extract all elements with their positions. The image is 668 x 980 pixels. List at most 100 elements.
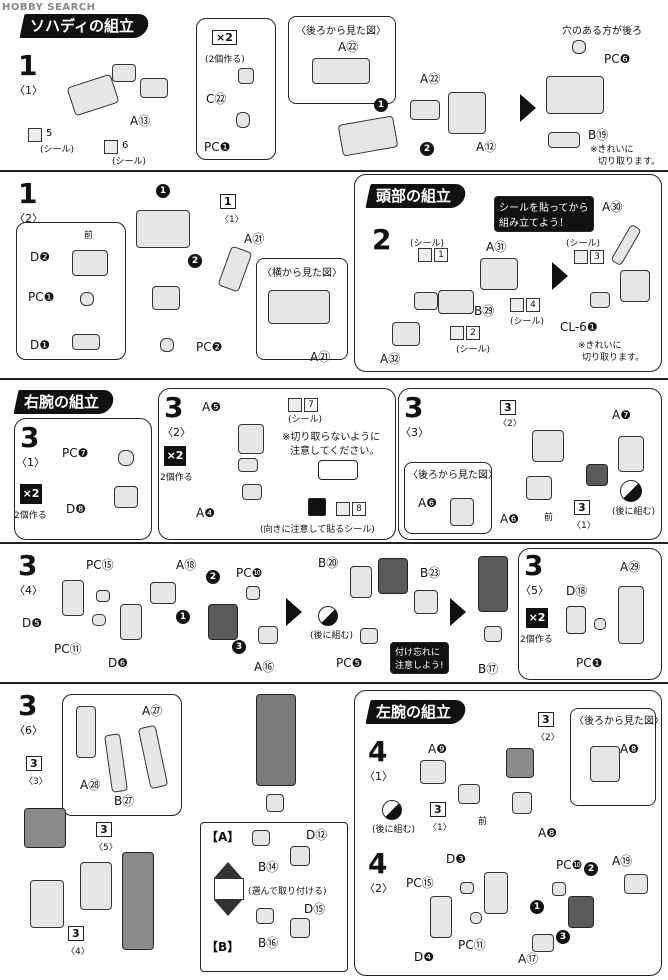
step-3-2-panel xyxy=(158,388,396,540)
ref-step-box: 3 xyxy=(68,926,84,941)
step-sub: 〈2〉 xyxy=(364,882,393,895)
part-pc5 xyxy=(360,628,378,644)
part-pc7 xyxy=(118,450,134,466)
part-b23 xyxy=(378,558,408,594)
arrow-next xyxy=(552,262,568,290)
part-body xyxy=(506,748,534,778)
watermark: HOBBY SEARCH xyxy=(2,2,96,13)
part-joint xyxy=(152,286,180,310)
step-number: 3 xyxy=(18,549,38,582)
step-marker-1: 1 xyxy=(156,184,170,198)
back-view-title: 〈後ろから見た図〉 xyxy=(296,26,386,37)
step-number: 4 xyxy=(368,847,388,880)
label-a6: A❻ xyxy=(418,496,437,510)
x2-badge: ×2 xyxy=(164,446,186,466)
back-combine-note: (後に組む) xyxy=(310,631,354,641)
part-dark xyxy=(586,464,608,486)
step-marker-3: 3 xyxy=(232,640,246,654)
seal-number: 4 xyxy=(526,298,540,312)
step-number: 1 xyxy=(18,49,38,82)
step-number: 3 xyxy=(18,689,38,722)
seal-label: (シール) xyxy=(112,157,147,167)
step-number: 3 xyxy=(164,391,184,424)
choice-icon xyxy=(214,878,244,900)
label-d3: D❸ xyxy=(446,852,466,866)
front-label: 前 xyxy=(544,513,554,523)
part-pc11 xyxy=(92,614,106,626)
divider xyxy=(0,682,668,684)
part-pc15 xyxy=(460,882,474,894)
label-a8: A❽ xyxy=(538,826,557,840)
x2-badge: ×2 xyxy=(20,484,42,504)
label-pc11: PC⑪ xyxy=(458,938,486,952)
label-d5: D❺ xyxy=(22,616,42,630)
label-b19: B⑲ xyxy=(588,128,609,142)
part-d2 xyxy=(72,250,108,276)
front-label: 前 xyxy=(478,817,488,827)
label-pc1: PC❶ xyxy=(28,290,55,304)
rear-assembly-icon xyxy=(620,480,642,502)
part-cl6 xyxy=(590,292,610,308)
step-marker-2: 2 xyxy=(188,254,202,268)
part-assembled xyxy=(546,76,604,114)
label-a13: A⑬ xyxy=(130,114,151,128)
step-marker-1: 1 xyxy=(176,610,190,624)
back-view-title: 〈後ろから見た図〉 xyxy=(408,470,498,481)
label-a27: A㉗ xyxy=(142,704,163,718)
label-a28: A㉘ xyxy=(80,778,101,792)
part-a16 xyxy=(258,626,278,644)
seal-callout: シールを貼ってから組み立てよう！ xyxy=(494,196,594,232)
label-d12: D⑫ xyxy=(306,828,328,842)
part-body-dark xyxy=(208,604,238,640)
label-d4: D❹ xyxy=(414,950,434,964)
step-marker-1: 1 xyxy=(530,900,544,914)
part-body-dark xyxy=(568,896,594,928)
label-pc1: PC❶ xyxy=(204,140,231,154)
ref-step-box: 3 xyxy=(574,500,590,515)
label-b23: B㉓ xyxy=(420,566,441,580)
part-d6 xyxy=(120,604,142,640)
divider xyxy=(0,170,668,172)
step-sub: 〈1〉 xyxy=(14,84,43,97)
part-a17 xyxy=(532,934,554,952)
front-label: 前 xyxy=(84,231,94,241)
label-a30: A㉚ xyxy=(602,200,623,214)
part-a29 xyxy=(618,586,644,644)
step-3-1-panel xyxy=(14,418,152,540)
part-a18 xyxy=(150,582,176,604)
ref-step-sub: 〈1〉 xyxy=(220,215,244,225)
direction-note: (向きに注意して貼るシール) xyxy=(260,525,375,535)
part-a7 xyxy=(618,436,644,472)
x2-badge: ×2 xyxy=(212,30,237,45)
part-joint xyxy=(238,458,258,472)
ref-step-sub: 〈4〉 xyxy=(66,947,90,957)
part-body xyxy=(532,430,564,462)
part-b29 xyxy=(438,290,474,314)
seal-shape xyxy=(318,460,358,480)
part-b19 xyxy=(548,132,580,148)
seal-icon xyxy=(28,128,42,142)
label-a17: A⑰ xyxy=(518,952,539,966)
part-d18 xyxy=(566,606,586,634)
back-view-title: 〈後ろから見た図〉 xyxy=(574,716,664,727)
label-d18: D⑱ xyxy=(566,584,588,598)
divider xyxy=(0,542,668,544)
label-a22: A㉒ xyxy=(338,40,359,54)
part-wrist xyxy=(266,794,284,812)
seal-label: (シール) xyxy=(510,317,545,327)
rear-assembly-icon xyxy=(382,800,402,820)
part-back xyxy=(312,58,370,84)
part-d12 xyxy=(290,846,310,866)
step-number: 2 xyxy=(372,223,392,256)
part-head xyxy=(620,270,650,302)
part-a8 xyxy=(512,792,532,814)
part-cover xyxy=(414,590,438,614)
part-c22 xyxy=(238,68,254,84)
part-a28 xyxy=(76,706,96,758)
made-note: (2個作る) xyxy=(205,55,245,65)
section-banner-1: ソハディの組立 xyxy=(19,14,151,38)
part-pc11 xyxy=(470,912,482,924)
option-a: 【A】 xyxy=(206,830,240,844)
arrow-next xyxy=(520,94,536,122)
seal-icon xyxy=(510,298,524,312)
